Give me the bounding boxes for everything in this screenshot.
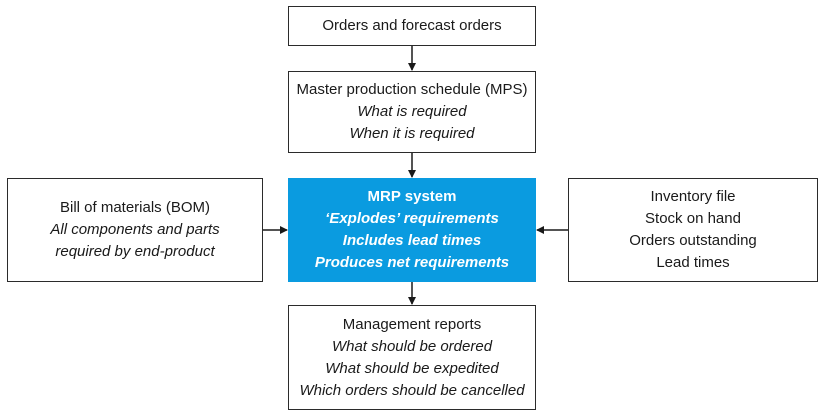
management-line: Which orders should be cancelled [299,381,525,399]
mrp-line: Includes lead times [342,232,482,249]
inventory-box: Inventory file Stock on hand Orders outs… [568,178,818,282]
bom-line: All components and parts [50,221,220,238]
mps-line: When it is required [349,125,475,142]
management-title: Management reports [342,315,482,333]
mrp-line: Produces net requirements [314,254,510,271]
bom-title: Bill of materials (BOM) [59,199,211,216]
inventory-line: Stock on hand [645,210,741,227]
mrp-system-box: MRP system ‘Explodes’ requirements Inclu… [288,178,536,282]
mrp-title: MRP system [367,188,457,205]
inventory-line: Orders outstanding [629,232,757,249]
management-line: What should be expedited [325,359,499,377]
management-reports-box: Management reports What should be ordere… [288,305,536,410]
bom-box: Bill of materials (BOM) All components a… [7,178,263,282]
bom-line: required by end-product [55,243,215,260]
mps-title: Master production schedule (MPS) [296,81,528,98]
inventory-title: Inventory file [650,188,736,205]
mps-box: Master production schedule (MPS) What is… [288,71,536,153]
mps-line: What is required [357,103,467,120]
management-line: What should be ordered [331,337,493,355]
inventory-line: Lead times [656,254,730,271]
orders-title: Orders and forecast orders [322,17,502,34]
orders-box: Orders and forecast orders [288,6,536,46]
mrp-line: ‘Explodes’ requirements [325,210,499,227]
